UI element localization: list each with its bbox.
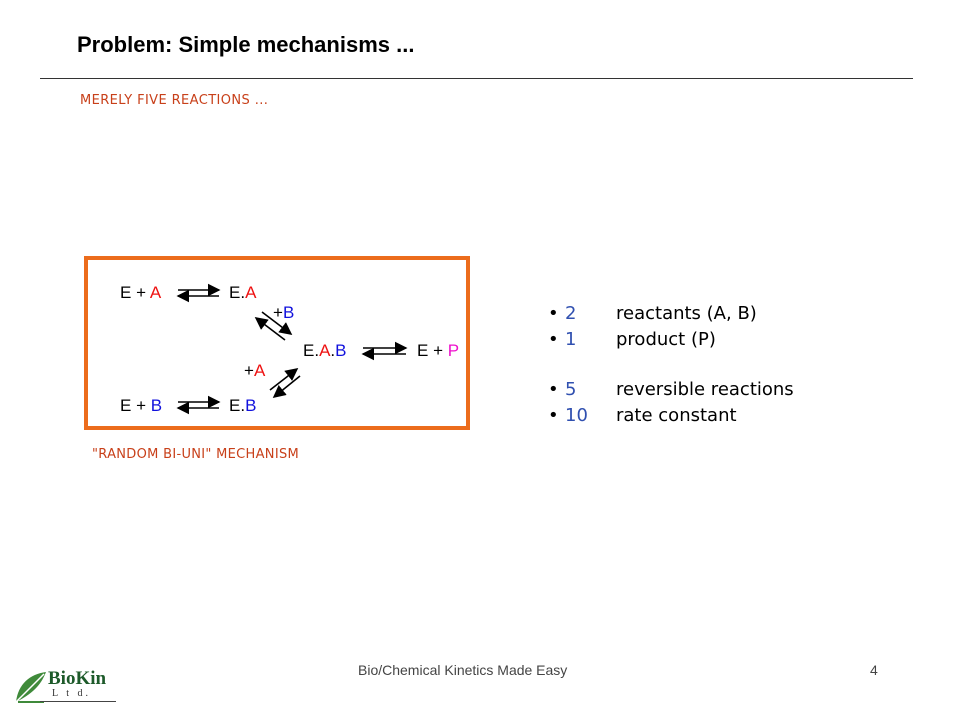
slide-subtitle: MERELY FIVE REACTIONS ... — [80, 93, 269, 108]
reaction-5-reactants: E + B — [120, 396, 162, 416]
plus-sign: + — [136, 283, 147, 302]
plus-sign: + — [433, 341, 444, 360]
reverse-arrow — [254, 317, 286, 341]
item-text: product (P) — [616, 329, 716, 350]
species-B: B — [245, 396, 257, 415]
species-A: A — [149, 283, 162, 302]
logo-suffix: L t d. — [52, 688, 92, 699]
species-E: E. — [229, 396, 246, 415]
reaction-3-products: E + P — [417, 341, 459, 361]
item-number: 2 — [565, 303, 577, 324]
item-number: 5 — [565, 379, 577, 400]
reaction-2-addend: +B — [273, 303, 294, 323]
reaction-1-reactants: E + A — [120, 283, 161, 303]
title-divider — [40, 78, 913, 79]
logo-underline — [40, 701, 116, 702]
forward-arrow — [261, 311, 293, 335]
species-A: A — [319, 341, 331, 360]
bullet-icon: • — [548, 379, 559, 400]
item-number: 10 — [565, 405, 588, 426]
footer-title: Bio/Chemical Kinetics Made Easy — [358, 662, 568, 678]
reaction-5-product: E.B — [229, 396, 256, 416]
item-text: rate constant — [616, 405, 737, 426]
species-E: E — [120, 396, 132, 415]
species-P: P — [447, 341, 460, 360]
bullet-icon: • — [548, 329, 559, 350]
item-text: reactants (A, B) — [616, 303, 757, 324]
item-number: 1 — [565, 329, 577, 350]
page-number: 4 — [870, 662, 878, 678]
mechanism-caption: "RANDOM BI-UNI" MECHANISM — [92, 447, 300, 462]
plus-sign: + — [273, 303, 283, 322]
species-B: B — [150, 396, 163, 415]
slide-title: Problem: Simple mechanisms ... — [77, 32, 415, 57]
plus-sign: + — [136, 396, 147, 415]
reverse-arrow — [272, 375, 301, 399]
forward-arrow — [269, 368, 299, 391]
species-A: A — [253, 361, 266, 380]
species-E: E. — [303, 341, 320, 360]
mechanism-frame — [84, 256, 470, 430]
ternary-complex: E.A.B — [303, 341, 346, 361]
species-E: E — [417, 341, 429, 360]
reaction-1-product: E.A — [229, 283, 256, 303]
leaf-logo-icon — [15, 672, 46, 703]
bullet-icon: • — [548, 405, 559, 426]
species-B: B — [282, 303, 295, 322]
dot: . — [330, 341, 336, 360]
item-text: reversible reactions — [616, 379, 794, 400]
species-A: A — [245, 283, 257, 302]
species-E: E — [120, 283, 132, 302]
species-E: E. — [229, 283, 246, 302]
plus-sign: + — [244, 361, 254, 380]
bullet-icon: • — [548, 303, 559, 324]
species-B: B — [335, 341, 347, 360]
reaction-4-addend: +A — [244, 361, 265, 381]
logo-wordmark: BioKin — [48, 668, 107, 689]
